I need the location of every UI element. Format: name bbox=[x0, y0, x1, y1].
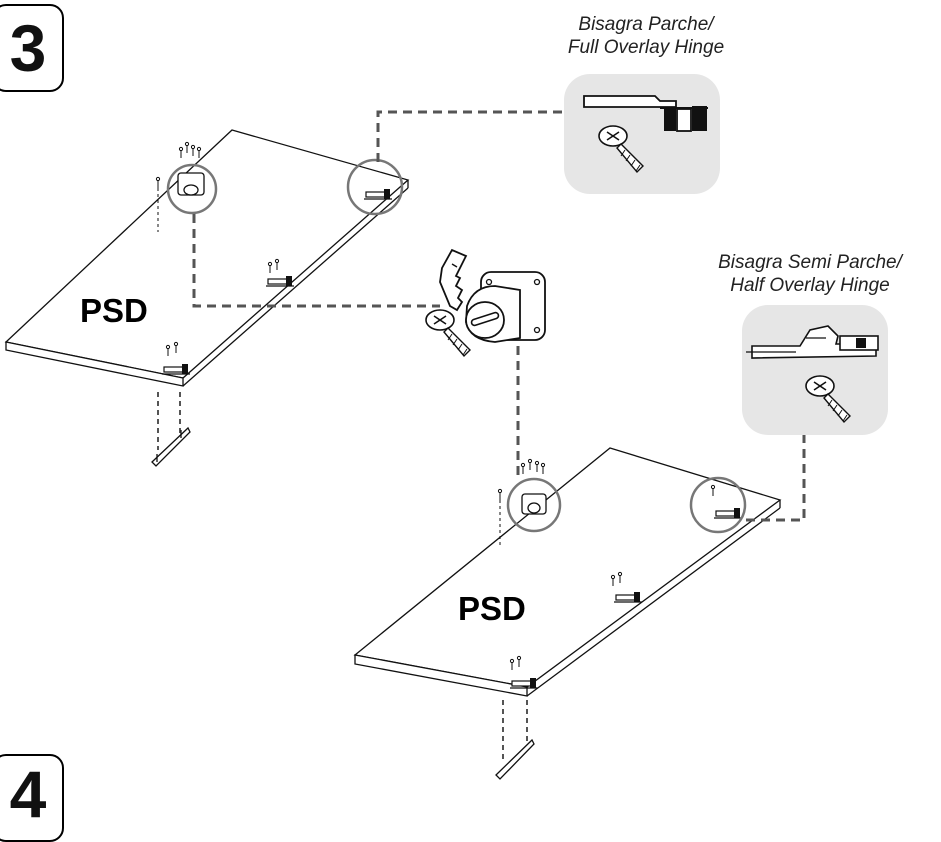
step-number-text: 4 bbox=[9, 757, 47, 831]
caption-line: Bisagra Semi Parche/ bbox=[718, 252, 902, 273]
half-overlay-hinge-callout bbox=[742, 305, 888, 435]
panel-label-bottom: PSD bbox=[458, 590, 526, 627]
lock-icon bbox=[177, 172, 205, 196]
detail-circle bbox=[689, 476, 747, 534]
panel-label-top: PSD bbox=[80, 292, 148, 329]
detail-circle bbox=[166, 163, 218, 215]
step-number-text: 3 bbox=[9, 11, 47, 85]
handle-icon bbox=[495, 700, 535, 780]
full-overlay-hinge-callout bbox=[564, 74, 720, 194]
screw-icon bbox=[425, 309, 471, 357]
door-panel-bottom bbox=[353, 447, 782, 697]
full-overlay-hinge-caption: Bisagra Parche/ Full Overlay Hinge bbox=[526, 13, 766, 59]
step-number-next: 4 bbox=[0, 754, 64, 842]
detail-circle bbox=[346, 158, 404, 216]
assembly-diagram bbox=[4, 74, 888, 780]
caption-line: Full Overlay Hinge bbox=[567, 37, 725, 58]
leader-lines bbox=[192, 110, 806, 522]
caption-line: Half Overlay Hinge bbox=[730, 275, 890, 296]
lock-icon bbox=[465, 271, 546, 343]
hinge-icon bbox=[746, 325, 879, 359]
handle-icon bbox=[151, 392, 191, 467]
hinge-icon bbox=[583, 95, 708, 132]
step-number-current: 3 bbox=[0, 4, 64, 92]
door-panel-top bbox=[4, 129, 410, 387]
caption-line: Bisagra Parche/ bbox=[578, 14, 714, 35]
half-overlay-hinge-caption: Bisagra Semi Parche/ Half Overlay Hinge bbox=[680, 251, 940, 297]
key-icon bbox=[439, 248, 468, 312]
lock-icon bbox=[521, 493, 547, 515]
detail-circle bbox=[506, 477, 562, 533]
